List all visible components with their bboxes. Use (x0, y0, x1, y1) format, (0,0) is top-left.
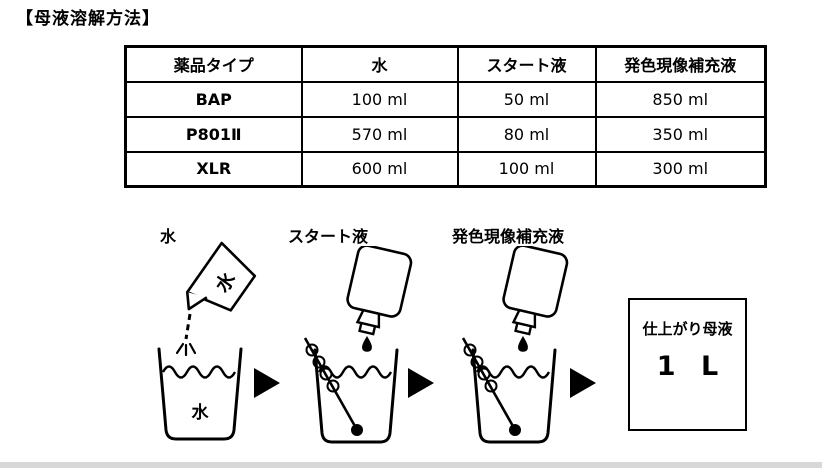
arrow-right-icon (408, 368, 434, 398)
replenisher-bottle-icon (502, 246, 569, 352)
table-row: BAP 100 ml 50 ml 850 ml (124, 80, 767, 118)
mixing-beaker-icon (461, 337, 557, 444)
process-diagram: 水 スタート液 発色現像補充液 水 水 (0, 218, 822, 468)
cell-water: 600 ml (300, 150, 459, 188)
arrow-right-icon (254, 368, 280, 398)
cell-replenisher: 350 ml (594, 115, 767, 153)
step3-label: 発色現像補充液 (452, 227, 565, 246)
cell-starter: 80 ml (456, 115, 597, 153)
cell-water: 570 ml (300, 115, 459, 153)
header-starter: スタート液 (456, 45, 597, 83)
result-title: 仕上がり母液 (642, 320, 733, 338)
header-replenisher: 発色現像補充液 (594, 45, 767, 83)
header-chemical-type: 薬品タイプ (124, 45, 303, 83)
drop-icon (362, 336, 372, 352)
stirrer-rod-icon (303, 337, 358, 429)
table-row: XLR 600 ml 100 ml 300 ml (124, 150, 767, 188)
mixing-beaker-icon (303, 337, 399, 444)
cell-starter: 100 ml (456, 150, 597, 188)
step2-label: スタート液 (288, 227, 369, 246)
starter-bottle-icon (346, 246, 413, 352)
result-box: 仕上がり母液 1 L (628, 298, 747, 431)
arrow-right-icon (570, 368, 596, 398)
cell-water: 100 ml (300, 80, 459, 118)
drop-icon (518, 336, 528, 352)
cell-type: XLR (124, 150, 303, 188)
header-water: 水 (300, 45, 459, 83)
water-beaker-icon: 水 (157, 347, 243, 441)
stirrer-rod-icon (461, 337, 516, 429)
pouring-pitcher-icon: 水 (175, 241, 257, 357)
cell-replenisher: 850 ml (594, 80, 767, 118)
result-value: 1 L (656, 351, 727, 382)
chemical-dilution-table: 薬品タイプ 水 スタート液 発色現像補充液 BAP 100 ml 50 ml 8… (124, 45, 767, 188)
scan-edge-shadow (0, 462, 822, 468)
table-header-row: 薬品タイプ 水 スタート液 発色現像補充液 (124, 45, 767, 83)
page-title: 【母液溶解方法】 (16, 9, 160, 29)
step1-label: 水 (160, 227, 177, 246)
table-row: P801Ⅱ 570 ml 80 ml 350 ml (124, 115, 767, 153)
cell-type: P801Ⅱ (124, 115, 303, 153)
beaker-water-label: 水 (192, 402, 210, 423)
cell-starter: 50 ml (456, 80, 597, 118)
cell-replenisher: 300 ml (594, 150, 767, 188)
cell-type: BAP (124, 80, 303, 118)
